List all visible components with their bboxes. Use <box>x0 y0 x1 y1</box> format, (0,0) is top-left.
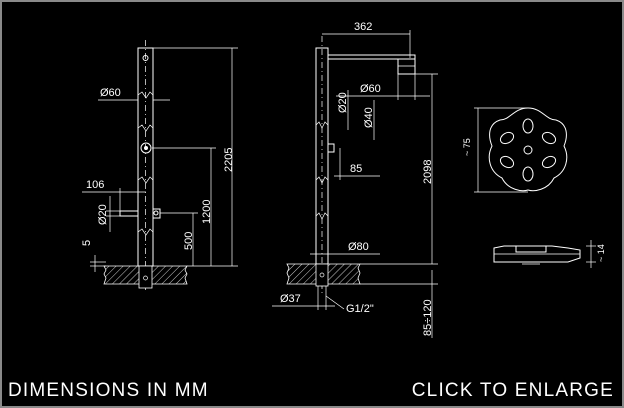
left-dim-500-label: 500 <box>183 232 195 250</box>
left-view: Ø60 106 Ø20 5 2205 1200 500 <box>81 40 238 290</box>
middle-shower-head <box>397 58 416 75</box>
left-dim-106-label: 106 <box>86 179 104 191</box>
diameter-37-label: Ø37 <box>280 293 301 305</box>
middle-shower-arm <box>327 54 416 60</box>
left-foot-tap <box>119 210 139 217</box>
enlarge-link[interactable]: CLICK TO ENLARGE <box>411 380 614 401</box>
shower-head-top-view <box>488 107 568 192</box>
left-shower-valve <box>140 142 152 154</box>
left-diameter-60-label: Ø60 <box>100 87 121 99</box>
left-column-joint-3 <box>137 176 154 184</box>
left-column-joint-2 <box>137 124 154 132</box>
dim-2098-label: 2098 <box>422 160 434 184</box>
left-diameter-20-label: Ø20 <box>97 204 109 225</box>
dim-85-label: 85 <box>350 163 362 175</box>
diameter-80-label: Ø80 <box>348 241 369 253</box>
middle-diameter-40-label: Ø40 <box>363 107 375 128</box>
left-dim-5-label: 5 <box>81 240 93 246</box>
dim-tilde-14-label: ~ 14 <box>596 244 606 262</box>
dim-tilde-75-label: ~ 75 <box>462 138 472 156</box>
shower-head-side-view <box>493 245 581 265</box>
units-label: DIMENSIONS IN MM <box>8 380 209 401</box>
left-dim-2205-label: 2205 <box>223 148 235 172</box>
dim-85-120-label: 85÷120 <box>422 299 434 336</box>
middle-diameter-20-label: Ø20 <box>337 92 349 113</box>
middle-view: 362 Ø60 Ø20 Ø40 85 2098 Ø80 Ø37 G1/2" <box>272 21 438 338</box>
dim-362-label: 362 <box>354 21 372 33</box>
left-column-joint-4 <box>137 228 154 236</box>
left-top-cap <box>142 55 149 61</box>
left-dim-1200-label: 1200 <box>201 200 213 224</box>
thread-label: G1/2" <box>346 303 374 315</box>
shower-head-views: ~ 75 ~ 14 <box>462 107 606 268</box>
middle-diameter-60-label: Ø60 <box>360 83 381 95</box>
left-column-joint-1 <box>137 91 154 99</box>
middle-valve <box>327 143 335 153</box>
left-tap-knob <box>152 208 161 219</box>
